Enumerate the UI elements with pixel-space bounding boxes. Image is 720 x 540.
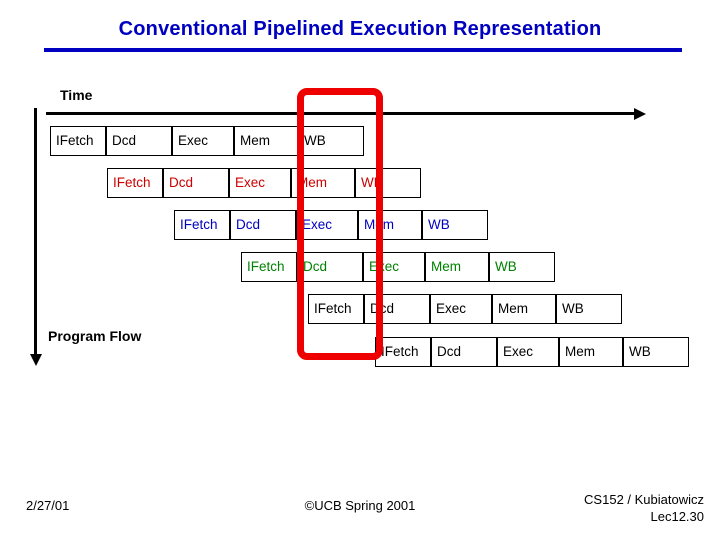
program-flow-arrow-shaft [34,108,37,356]
pipeline-stage-cell: Exec [172,126,234,156]
pipeline-stage-cell: Dcd [106,126,172,156]
pipeline-stage-cell: Exec [296,210,358,240]
pipeline-stage-cell: WB [298,126,364,156]
footer-date: 2/27/01 [26,498,70,513]
time-axis-arrow [46,108,646,120]
time-axis-arrow-shaft [46,112,636,115]
pipeline-stage-cell: IFetch [174,210,230,240]
pipeline-stage-cell: Exec [363,252,425,282]
cycle-highlight-box [297,88,383,360]
pipeline-stage-cell: Dcd [431,337,497,367]
pipeline-stage-cell: IFetch [308,294,364,324]
page-title: Conventional Pipelined Execution Represe… [118,18,602,40]
pipeline-stage-cell: Mem [234,126,298,156]
time-axis-arrow-head [634,108,646,120]
pipeline-stage-cell: Dcd [230,210,296,240]
pipeline-stage-cell: WB [556,294,622,324]
pipeline-stage-cell: WB [489,252,555,282]
pipeline-stage-cell: Exec [430,294,492,324]
pipeline-stage-cell: IFetch [375,337,431,367]
program-flow-arrow-head [30,354,42,366]
pipeline-stage-cell: Exec [497,337,559,367]
pipeline-stage-cell: IFetch [107,168,163,198]
pipeline-stage-cell: WB [422,210,488,240]
pipeline-stage-cell: WB [623,337,689,367]
program-flow-arrow [30,108,42,366]
footer-course: CS152 / Kubiatowicz [584,492,704,507]
pipeline-stage-cell: WB [355,168,421,198]
time-axis-label: Time [60,87,93,103]
pipeline-stage-cell: Mem [492,294,556,324]
footer-course-info: CS152 / Kubiatowicz Lec12.30 [584,491,704,525]
pipeline-stage-cell: Mem [559,337,623,367]
pipeline-stage-cell: Mem [425,252,489,282]
pipeline-stage-cell: IFetch [241,252,297,282]
title-underline [44,48,682,52]
pipeline-stage-cell: Dcd [163,168,229,198]
footer-lecture: Lec12.30 [650,509,705,524]
pipeline-stage-cell: Exec [229,168,291,198]
pipeline-stage-cell: IFetch [50,126,106,156]
program-flow-label: Program Flow [48,328,142,344]
footer-copyright: ©UCB Spring 2001 [304,498,416,513]
